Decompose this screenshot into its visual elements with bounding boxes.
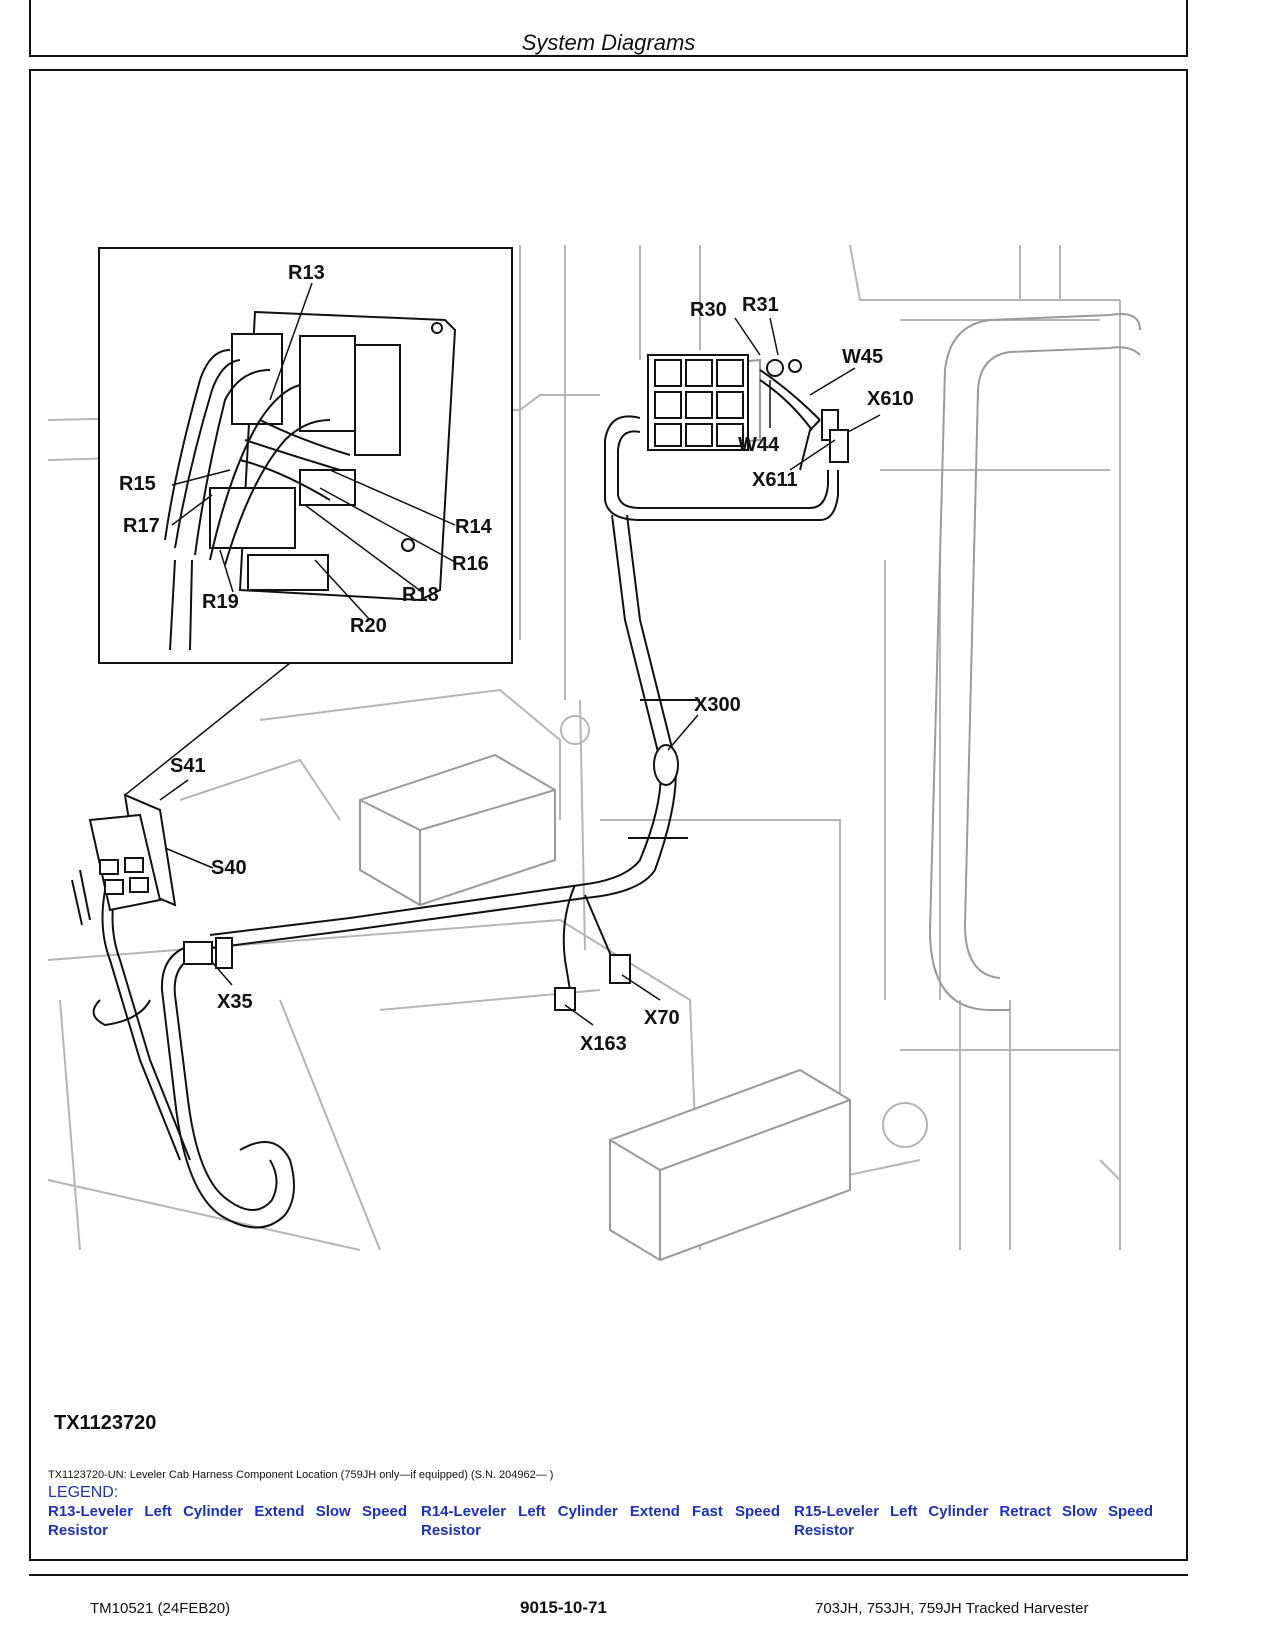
label-x611: X611 <box>752 469 798 491</box>
control-boxes <box>359 358 851 1262</box>
label-r18: R18 <box>402 584 439 606</box>
legend-title: LEGEND: <box>48 1484 119 1501</box>
switch-panel <box>71 793 177 926</box>
connectors <box>183 699 700 1011</box>
label-w44: W44 <box>738 434 780 456</box>
label-r19: R19 <box>202 591 239 613</box>
footer-machine-models: 703JH, 753JH, 759JH Tracked Harvester <box>815 1600 1089 1617</box>
figure-frame <box>29 69 1188 1561</box>
label-x610: X610 <box>867 388 914 410</box>
legend-list: R13-Leveler Left Cylinder Extend Slow Sp… <box>48 1502 1168 1540</box>
footer-manual-id: TM10521 (24FEB20) <box>90 1600 231 1617</box>
figure-caption: TX1123720-UN: Leveler Cab Harness Compon… <box>48 1469 554 1481</box>
figure-id: TX1123720 <box>54 1412 157 1434</box>
label-s41: S41 <box>170 755 206 777</box>
page-title: System Diagrams <box>521 30 696 55</box>
label-x70: X70 <box>644 1007 680 1029</box>
label-r17: R17 <box>123 515 160 537</box>
label-w45: W45 <box>842 346 883 368</box>
inset-wiring <box>164 349 351 651</box>
legend-item-r15: R15-Leveler Left Cylinder Retract Slow S… <box>794 1503 1153 1539</box>
callout-labels: R13 R15 R17 R14 R16 R18 R19 R20 R30 R31 … <box>119 262 914 1055</box>
label-x300: X300 <box>694 694 741 716</box>
grab-handle <box>928 313 1141 1011</box>
label-r13: R13 <box>288 262 325 284</box>
label-r14: R14 <box>455 516 493 538</box>
footer-page-number: 9015-10-71 <box>520 1598 607 1617</box>
inset-resistor-board <box>209 310 457 602</box>
label-r20: R20 <box>350 615 387 637</box>
relay-block <box>647 354 849 463</box>
label-r30: R30 <box>690 299 727 321</box>
legend-item-r13: R13-Leveler Left Cylinder Extend Slow Sp… <box>48 1503 407 1539</box>
label-s40: S40 <box>211 857 247 879</box>
legend-item-r14: R14-Leveler Left Cylinder Extend Fast Sp… <box>421 1503 780 1539</box>
leader-lines <box>124 282 881 1026</box>
label-r31: R31 <box>742 294 779 316</box>
label-x35: X35 <box>217 991 253 1013</box>
footer-rule <box>29 1574 1188 1576</box>
header-box: System Diagrams <box>29 0 1188 57</box>
label-r15: R15 <box>119 473 156 495</box>
label-x163: X163 <box>580 1033 627 1055</box>
label-r16: R16 <box>452 553 489 575</box>
